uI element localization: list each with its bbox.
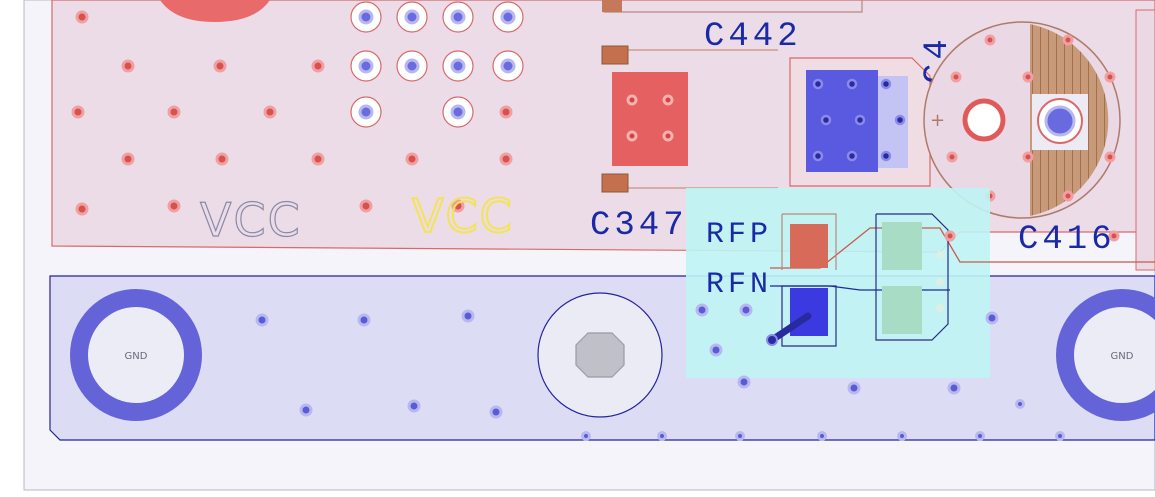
rf-balun-vias	[936, 251, 944, 312]
c416-ref: C416	[1018, 221, 1116, 259]
gnd-stub-via	[766, 334, 778, 346]
c347-pad-top[interactable]	[601, 45, 629, 65]
c416-plus-mark: +	[930, 110, 945, 131]
c416-extra-vias	[944, 230, 1120, 242]
c442-pad-small[interactable]	[602, 0, 622, 12]
gnd-mount-left[interactable]: GND	[70, 289, 202, 421]
rf-balun-outline	[875, 213, 949, 341]
rf-cap-bottom-outline	[781, 285, 837, 347]
gnd-label-left: GND	[125, 351, 148, 362]
gnd-label-right: GND	[1111, 351, 1134, 362]
gnd-mount-left-hole	[88, 307, 184, 403]
gnd-mount-right-hole	[1074, 307, 1155, 403]
gnd-stub-trace	[768, 312, 812, 344]
ringed-via-grid	[350, 1, 524, 128]
rf-cap-pad-bottom[interactable]	[790, 288, 828, 336]
c416-pad-hole	[1044, 105, 1076, 137]
vcc-label-right: VCC	[412, 189, 514, 243]
c347-pad-vias	[626, 94, 674, 142]
large-top-pad[interactable]	[160, 0, 270, 22]
npth-hole[interactable]	[575, 332, 625, 378]
c347-main-pad[interactable]	[612, 72, 688, 166]
rf-balun-pad-top[interactable]	[882, 222, 922, 270]
gnd-mount-right[interactable]: GND	[1056, 289, 1155, 421]
vcc-label-left: VCC	[200, 193, 302, 247]
vcc-vias	[71, 10, 513, 216]
c347-pad-bottom[interactable]	[601, 173, 629, 193]
mid-component-vias	[812, 78, 906, 162]
rf-cap-top-outline	[781, 213, 837, 270]
rf-cap-pad-top[interactable]	[790, 224, 828, 268]
gnd-vias	[255, 303, 1065, 441]
rfn-label: RFN	[706, 268, 772, 302]
rfp-label: RFP	[706, 218, 772, 252]
c416-pad-round[interactable]	[962, 98, 1006, 142]
right-edge-copper	[1135, 9, 1155, 271]
rf-balun-pad-bottom[interactable]	[882, 286, 922, 334]
c347-ref: C347	[590, 207, 688, 245]
